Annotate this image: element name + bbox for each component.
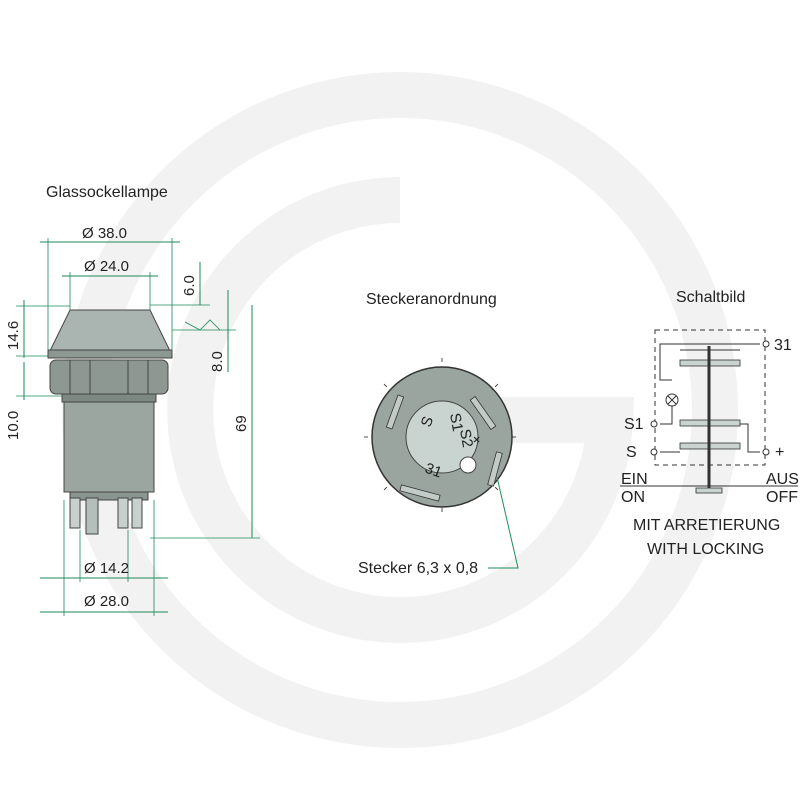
dim-h10: 10.0	[5, 411, 22, 440]
plug-label-s1: S1	[446, 412, 466, 433]
schema-label-ein: EIN	[621, 471, 648, 488]
schema-label-s1: S1	[624, 416, 644, 433]
schema-label-plus: +	[775, 444, 784, 461]
lamp-body	[47, 309, 173, 535]
plug-title: Steckeranordnung	[366, 291, 497, 308]
schema-label-off: OFF	[766, 489, 798, 506]
schema-label-31: 31	[774, 337, 792, 354]
schema-label-on: ON	[621, 489, 645, 506]
schema-label-aus: AUS	[766, 471, 799, 488]
dim-h146: 14.6	[5, 321, 22, 350]
dim-d28: Ø 28.0	[84, 593, 129, 610]
schema-label-s: S	[626, 444, 637, 461]
dim-h69: 69	[233, 415, 250, 432]
dim-h6: 6.0	[181, 275, 198, 296]
plug-callout-text: Stecker 6,3 x 0,8	[358, 560, 478, 577]
dim-d142: Ø 14.2	[84, 560, 129, 577]
plug-callout: Stecker 6,3 x 0,8	[358, 476, 519, 577]
plug-face: S S1 S2 + 31	[364, 358, 520, 516]
plug-label-31: 31	[423, 460, 444, 482]
schema-caption-line2: WITH LOCKING	[647, 541, 764, 558]
circuit-diagram	[620, 329, 798, 494]
lamp-dimensions: Ø 38.0 Ø 24.0 6.0 8.0 14.6 10.0 69 Ø 14.…	[5, 225, 260, 616]
lamp-title: Glassockellampe	[46, 184, 168, 201]
schema-caption-line1: MIT ARRETIERUNG	[633, 517, 780, 534]
dim-d38: Ø 38.0	[82, 225, 127, 242]
schema-title: Schaltbild	[676, 289, 745, 306]
dim-h8: 8.0	[209, 351, 226, 372]
dim-d24: Ø 24.0	[84, 258, 129, 275]
plug-label-s2: S2	[456, 428, 476, 449]
